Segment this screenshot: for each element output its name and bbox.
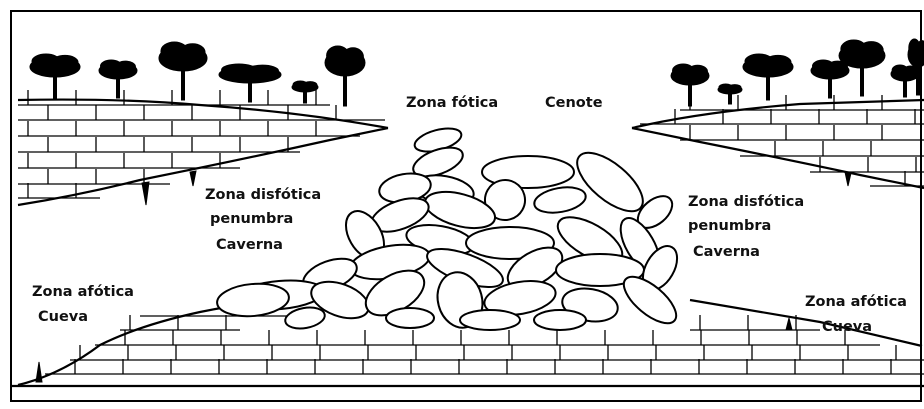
- label-right-cueva: Cueva: [822, 320, 872, 335]
- tree-trunk: [904, 79, 907, 97]
- label-right-caverna: Caverna: [693, 245, 760, 260]
- tree-trunk: [829, 77, 832, 98]
- label-right-zona-disfotica: Zona disfótica: [688, 195, 804, 210]
- tree-trunk: [54, 75, 57, 100]
- label-left-cueva: Cueva: [38, 310, 88, 325]
- tree-canopy: [917, 41, 924, 58]
- boulder: [534, 310, 586, 330]
- tree-trunk: [304, 91, 307, 103]
- tree-canopy: [52, 55, 78, 69]
- label-zona-fotica: Zona fótica: [406, 96, 498, 111]
- tree: [30, 54, 80, 100]
- tree-canopy: [116, 61, 136, 72]
- tree-canopy: [729, 85, 741, 91]
- tree: [159, 42, 207, 100]
- tree-canopy: [343, 48, 364, 66]
- label-left-caverna: Caverna: [216, 238, 283, 253]
- tree: [811, 60, 849, 98]
- tree: [99, 60, 137, 98]
- tree-canopy: [303, 82, 317, 89]
- tree-trunk: [861, 65, 864, 96]
- label-left-zona-afotica: Zona afótica: [32, 285, 134, 300]
- label-right-penumbra: penumbra: [688, 219, 771, 234]
- tree-trunk: [182, 68, 185, 100]
- boulder: [460, 310, 520, 330]
- label-cenote: Cenote: [545, 96, 603, 111]
- tree: [292, 81, 318, 103]
- tree-canopy: [765, 55, 791, 69]
- boulder: [216, 281, 291, 319]
- tree: [671, 64, 709, 106]
- tree-canopy: [859, 42, 883, 59]
- tree: [219, 64, 281, 102]
- tree-trunk: [917, 64, 920, 95]
- boulder: [386, 308, 434, 328]
- tree-trunk: [117, 77, 120, 98]
- tree: [743, 54, 793, 100]
- tree-trunk: [344, 73, 347, 106]
- label-left-penumbra: penumbra: [210, 212, 293, 227]
- tree-trunk: [729, 93, 732, 104]
- tree: [891, 65, 919, 97]
- boulder: [568, 142, 652, 221]
- limestone-bricks: [18, 90, 924, 374]
- tree-trunk: [249, 81, 252, 102]
- label-left-zona-disfotica: Zona disfótica: [205, 188, 321, 203]
- tree-canopy: [903, 66, 918, 76]
- rubble-pile: [216, 124, 684, 333]
- tree-canopy: [688, 65, 708, 78]
- tree-canopy: [246, 65, 278, 76]
- tree-trunk: [689, 83, 692, 106]
- tree: [325, 46, 365, 106]
- label-right-zona-afotica: Zona afótica: [805, 295, 907, 310]
- boulder: [532, 184, 587, 217]
- tree-trunk: [767, 75, 770, 100]
- tree-canopy: [180, 44, 205, 61]
